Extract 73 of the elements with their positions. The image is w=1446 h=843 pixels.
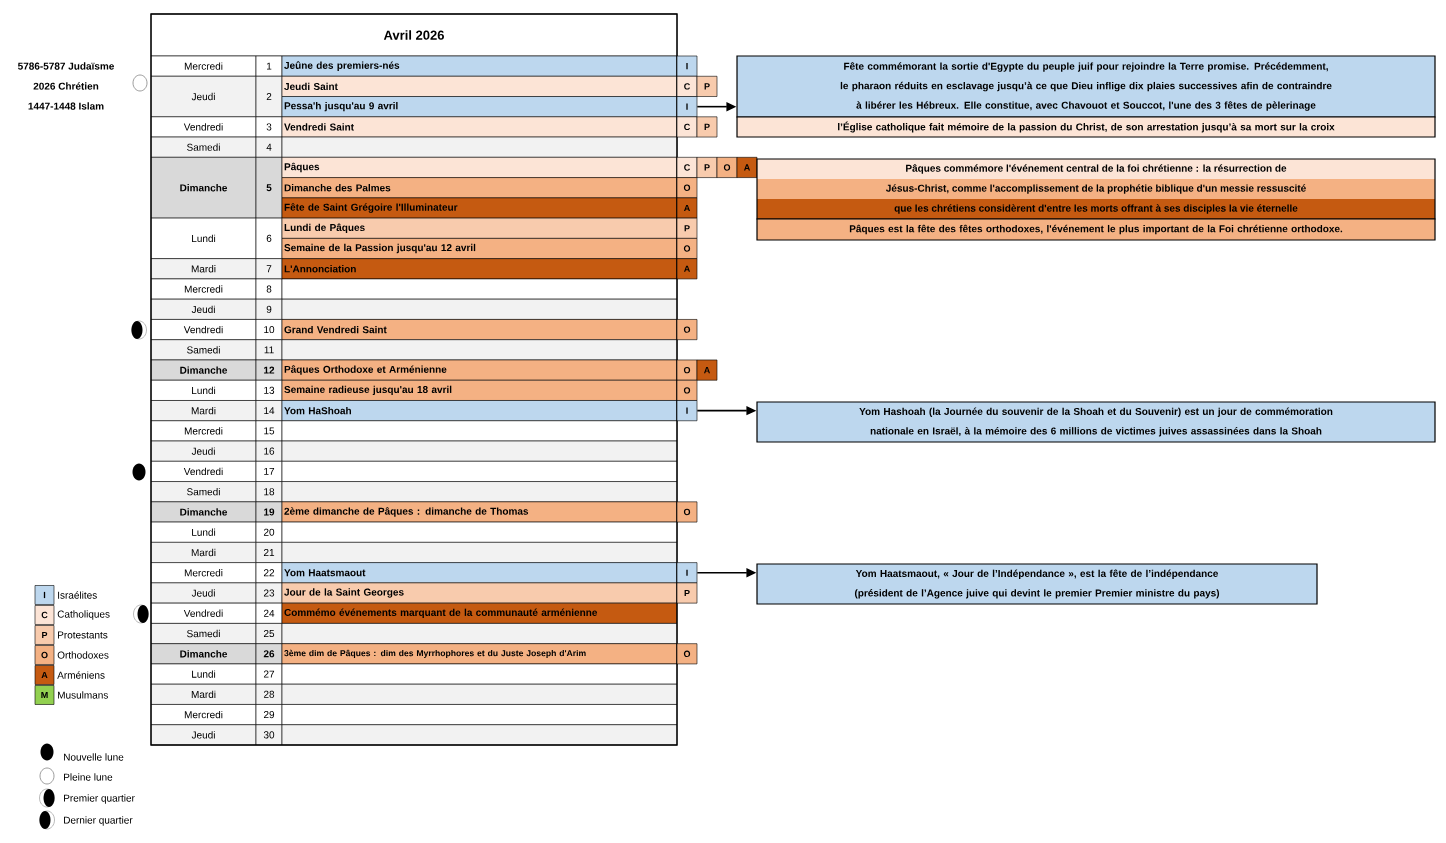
day-number-cell: 13: [255, 379, 283, 401]
day-number-cell: 7: [255, 258, 283, 280]
legend-text: Pleine lune: [64, 773, 113, 781]
day-number-cell: 1: [255, 55, 283, 77]
day-number-cell: 24: [255, 602, 283, 624]
day-number-cell: 26: [255, 643, 283, 665]
religion-tag: I: [676, 562, 698, 584]
day-number-cell: 12: [255, 359, 283, 381]
calendar-era-text: 2026 Chrétien: [33, 82, 99, 90]
religion-tag: O: [676, 319, 698, 340]
day-number-cell: 2: [255, 75, 283, 118]
legend-text: Catholiques: [57, 610, 110, 620]
religion-tag: P: [696, 157, 718, 178]
day-number-cell: 23: [255, 582, 283, 604]
day-number-cell: 25: [255, 623, 283, 644]
description-box: Pâques est la fête des fêtes orthodoxes, l'événement le plus important de la Foi chrétienne orthodoxe.: [756, 218, 1436, 241]
religion-tag: O: [716, 157, 738, 178]
day-number-cell: 8: [255, 278, 283, 300]
religion-tag: A: [676, 258, 698, 280]
day-number-cell: 11: [255, 339, 283, 361]
religion-tag: I: [676, 96, 698, 118]
religion-tag: P: [676, 217, 698, 239]
day-number-cell: 30: [255, 724, 283, 746]
religion-tag: A: [696, 359, 718, 381]
calendar-era-text: 5786-5787 Judaïsme: [17, 62, 114, 70]
day-number-cell: 9: [255, 298, 283, 320]
description-box: Yom Hashoah (la Journée du souvenir de la Shoah et du Souvenir) est un jour de commémoration nationale en Israël, à la mémoire des 6 millions de victimes juives assassinées dans la Shoah: [756, 401, 1436, 443]
legend-text: Premier quartier: [64, 794, 135, 804]
religion-tag: C: [676, 75, 698, 97]
legend-text: Musulmans: [58, 691, 108, 699]
day-number-cell: 15: [255, 420, 283, 442]
day-number-cell: 29: [255, 704, 283, 726]
day-number-cell: 16: [255, 440, 283, 462]
day-number-cell: 3: [255, 116, 283, 138]
legend-text: Protestants: [58, 631, 108, 639]
day-number-cell: 6: [255, 217, 283, 259]
legend-text: Dernier quartier: [64, 816, 133, 826]
religion-tag: O: [676, 359, 698, 381]
day-number-cell: 18: [255, 481, 283, 503]
description-box: Yom Haatsmaout, « Jour de l’Indépendance », est la fête de l’indépendance (président de l’Agence juive qui devint le premier Premier ministre du pays): [756, 563, 1318, 605]
religion-tag: O: [676, 238, 698, 259]
religion-tag: A: [676, 197, 698, 219]
religion-tag: O: [676, 177, 698, 199]
description-box: l’Église catholique fait mémoire de la passion du Christ, de son arrestation jusqu’à sa mort sur la croix: [736, 116, 1436, 138]
day-number-cell: 20: [255, 521, 283, 543]
event-cell: Commémo événements marquant de la communauté arménienne: [281, 602, 678, 624]
day-number-cell: 19: [255, 501, 283, 523]
religion-tag: I: [676, 55, 698, 77]
day-number-cell: 17: [255, 461, 283, 482]
day-number-cell: 14: [255, 400, 283, 422]
legend-text: Arméniens: [57, 671, 105, 679]
day-number-cell: 28: [255, 683, 283, 705]
religion-tag: P: [696, 75, 718, 97]
day-number-cell: 4: [255, 136, 283, 158]
legend-text: Orthodoxes: [57, 651, 109, 659]
legend-text: Nouvelle lune: [64, 753, 124, 761]
legend-text: Israélites: [58, 591, 97, 599]
day-number-cell: 5: [255, 157, 283, 219]
day-number-cell: 27: [255, 663, 283, 685]
religion-tag: P: [676, 582, 698, 604]
day-number-cell: 22: [255, 562, 283, 584]
day-number-cell: 10: [255, 319, 283, 340]
religion-tag: C: [676, 116, 698, 138]
description-box: Pâques commémore l'événement central de la foi chrétienne : la résurrection de Jésus-Christ, comme l'accomplissement de la prophétie biblique d'un messie ressuscité que les chrétiens considèrent d'entre les morts offrant à ses disciples la vie éternelle: [756, 158, 1436, 220]
day-number-cell: 21: [255, 542, 283, 563]
religion-tag: I: [676, 400, 698, 422]
religion-tag: O: [676, 643, 698, 665]
calendar-era-text: 1447-1448 Islam: [28, 102, 104, 110]
religion-tag: O: [676, 379, 698, 401]
religion-tag: A: [736, 157, 758, 178]
religion-tag: O: [676, 501, 698, 523]
religion-tag: P: [696, 116, 718, 138]
religion-tag: C: [676, 157, 698, 178]
